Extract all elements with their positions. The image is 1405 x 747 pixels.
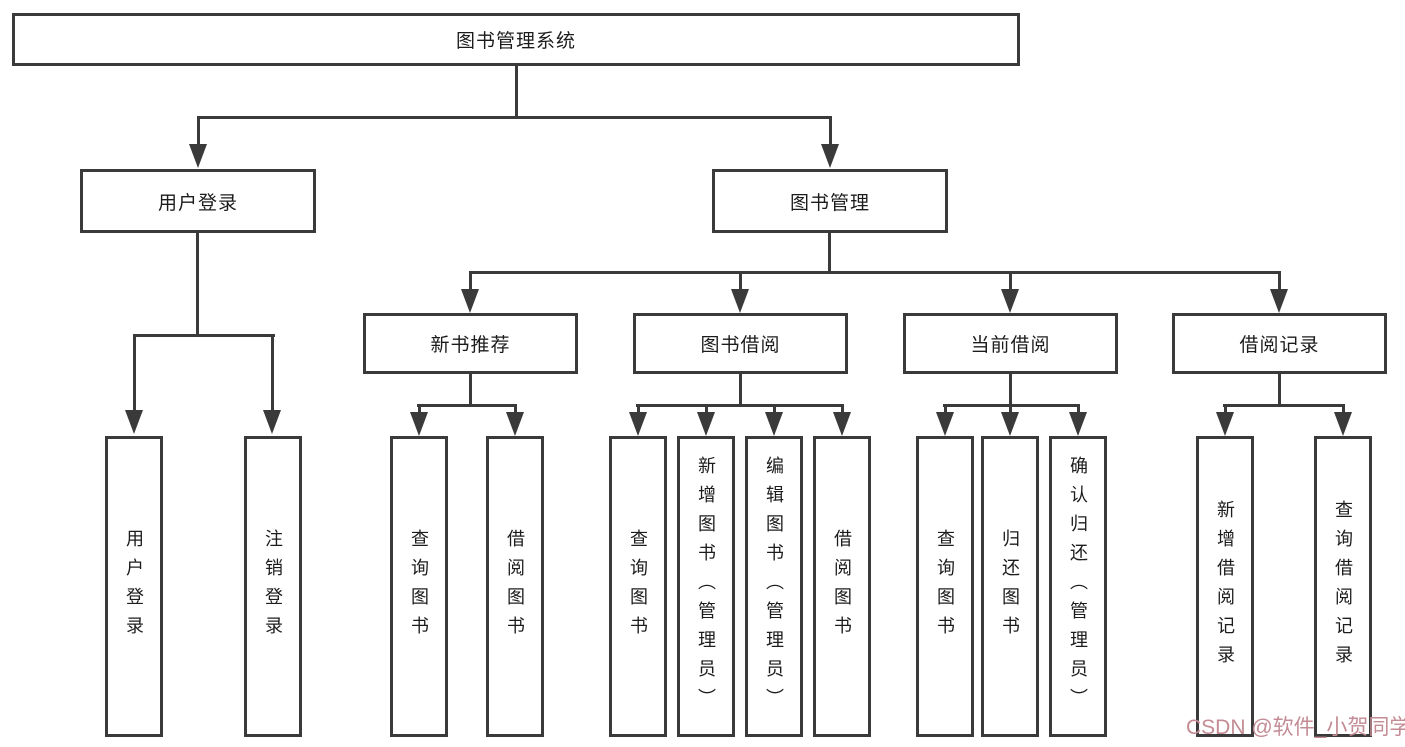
connector-leaf-shaft [637,404,640,418]
arrowhead-leaf [1334,412,1352,436]
leaf-newbooks-query-label: 查询图书 [409,528,429,645]
arrowhead-module-records [1270,289,1288,313]
leaf-records-query-label: 查询借阅记录 [1333,499,1353,674]
connector-leaf-shaft [944,404,947,418]
connector-leaf-shaft [1077,404,1080,418]
leaf-current-return-label: 归还图书 [1000,528,1020,645]
connector-management-shaft [829,116,832,148]
leaf-user-login: 用户登录 [105,436,163,737]
node-user-login-label: 用户登录 [157,192,238,214]
arrowhead-leaf [1001,412,1019,436]
leaf-borrow-add-admin-label: 新增图书（管理员） [696,456,716,717]
node-book-borrow-label: 图书借阅 [700,335,781,356]
arrowhead-leaf [1216,412,1234,436]
leaf-newbooks-query: 查询图书 [390,436,448,737]
arrowhead-module-current [1001,289,1019,313]
leaf-current-confirm-admin: 确认归还（管理员） [1049,436,1107,737]
node-root: 图书管理系统 [12,13,1020,66]
connector-login-children-branch [133,334,275,337]
node-new-book-recommend-label: 新书推荐 [430,335,511,356]
node-root-label: 图书管理系统 [455,31,576,52]
connector-module-records-shaft [1278,271,1281,293]
leaf-borrow-add-admin: 新增图书（管理员） [677,436,735,737]
watermark: CSDN @软件_小贺同学 [1186,716,1405,739]
leaf-logout-label: 注销登录 [263,528,283,645]
arrowhead-login [189,144,207,168]
arrowhead-leaf-userlogin [125,410,143,434]
arrowhead-leaf [410,412,428,436]
connector-newbooks-stub [469,374,472,407]
leaf-newbooks-borrow-label: 借阅图书 [505,528,525,645]
node-book-borrow: 图书借阅 [633,313,848,374]
node-borrow-records: 借阅记录 [1172,313,1387,374]
arrowhead-leaf-logout [263,410,281,434]
arrowhead-leaf [697,412,715,436]
node-book-management: 图书管理 [712,169,948,233]
arrowhead-module-borrow [731,289,749,313]
connector-level2-branch [469,271,1281,274]
connector-leaf-shaft [1224,404,1227,418]
connector-records-stub [1278,374,1281,407]
connector-current-stub [1009,374,1012,407]
connector-borrow-stub [739,374,742,407]
arrowhead-leaf [629,412,647,436]
leaf-borrow-edit-admin-label: 编辑图书（管理员） [764,456,784,717]
leaf-records-add: 新增借阅记录 [1196,436,1254,737]
arrowhead-leaf [506,412,524,436]
connector-records-branch [1223,404,1345,407]
connector-leaf-shaft [773,404,776,418]
arrowhead-module-newbooks [461,289,479,313]
arrowhead-leaf [936,412,954,436]
connector-leaf-shaft [841,404,844,418]
node-borrow-records-label: 借阅记录 [1239,335,1320,356]
connector-module-newbooks-shaft [469,271,472,293]
leaf-current-return: 归还图书 [981,436,1039,737]
leaf-newbooks-borrow: 借阅图书 [486,436,544,737]
connector-management-children-stub [828,233,831,274]
leaf-borrow-book: 借阅图书 [813,436,871,737]
node-current-borrow: 当前借阅 [903,313,1118,374]
connector-borrow-branch [636,404,844,407]
arrowhead-leaf [833,412,851,436]
node-new-book-recommend: 新书推荐 [363,313,578,374]
connector-leaf-shaft [418,404,421,418]
connector-level1-branch [198,116,831,119]
node-user-login: 用户登录 [80,169,316,233]
leaf-borrow-book-label: 借阅图书 [832,528,852,645]
connector-newbooks-branch [417,404,517,407]
leaf-records-query: 查询借阅记录 [1314,436,1372,737]
connector-leaf-shaft [1009,404,1012,418]
leaf-borrow-query: 查询图书 [609,436,667,737]
leaf-current-confirm-admin-label: 确认归还（管理员） [1068,456,1088,717]
leaf-current-query-label: 查询图书 [935,528,955,645]
connector-login-shaft [197,116,200,148]
node-current-borrow-label: 当前借阅 [970,335,1051,356]
connector-login-children-stub [196,233,199,337]
connector-leaf-shaft [705,404,708,418]
connector-leaf-logout-shaft [271,334,274,412]
connector-module-borrow-shaft [739,271,742,293]
leaf-borrow-edit-admin: 编辑图书（管理员） [745,436,803,737]
connector-root-stub [515,66,518,118]
leaf-borrow-query-label: 查询图书 [628,528,648,645]
leaf-current-query: 查询图书 [916,436,974,737]
connector-leaf-shaft [1342,404,1345,418]
arrowhead-leaf [765,412,783,436]
leaf-records-add-label: 新增借阅记录 [1215,499,1235,674]
arrowhead-leaf [1069,412,1087,436]
connector-leaf-shaft [514,404,517,418]
node-book-management-label: 图书管理 [789,192,870,214]
connector-module-current-shaft [1009,271,1012,293]
connector-leaf-userlogin-shaft [133,334,136,412]
arrowhead-management [821,144,839,168]
leaf-logout: 注销登录 [244,436,302,737]
leaf-user-login-label: 用户登录 [124,528,144,645]
